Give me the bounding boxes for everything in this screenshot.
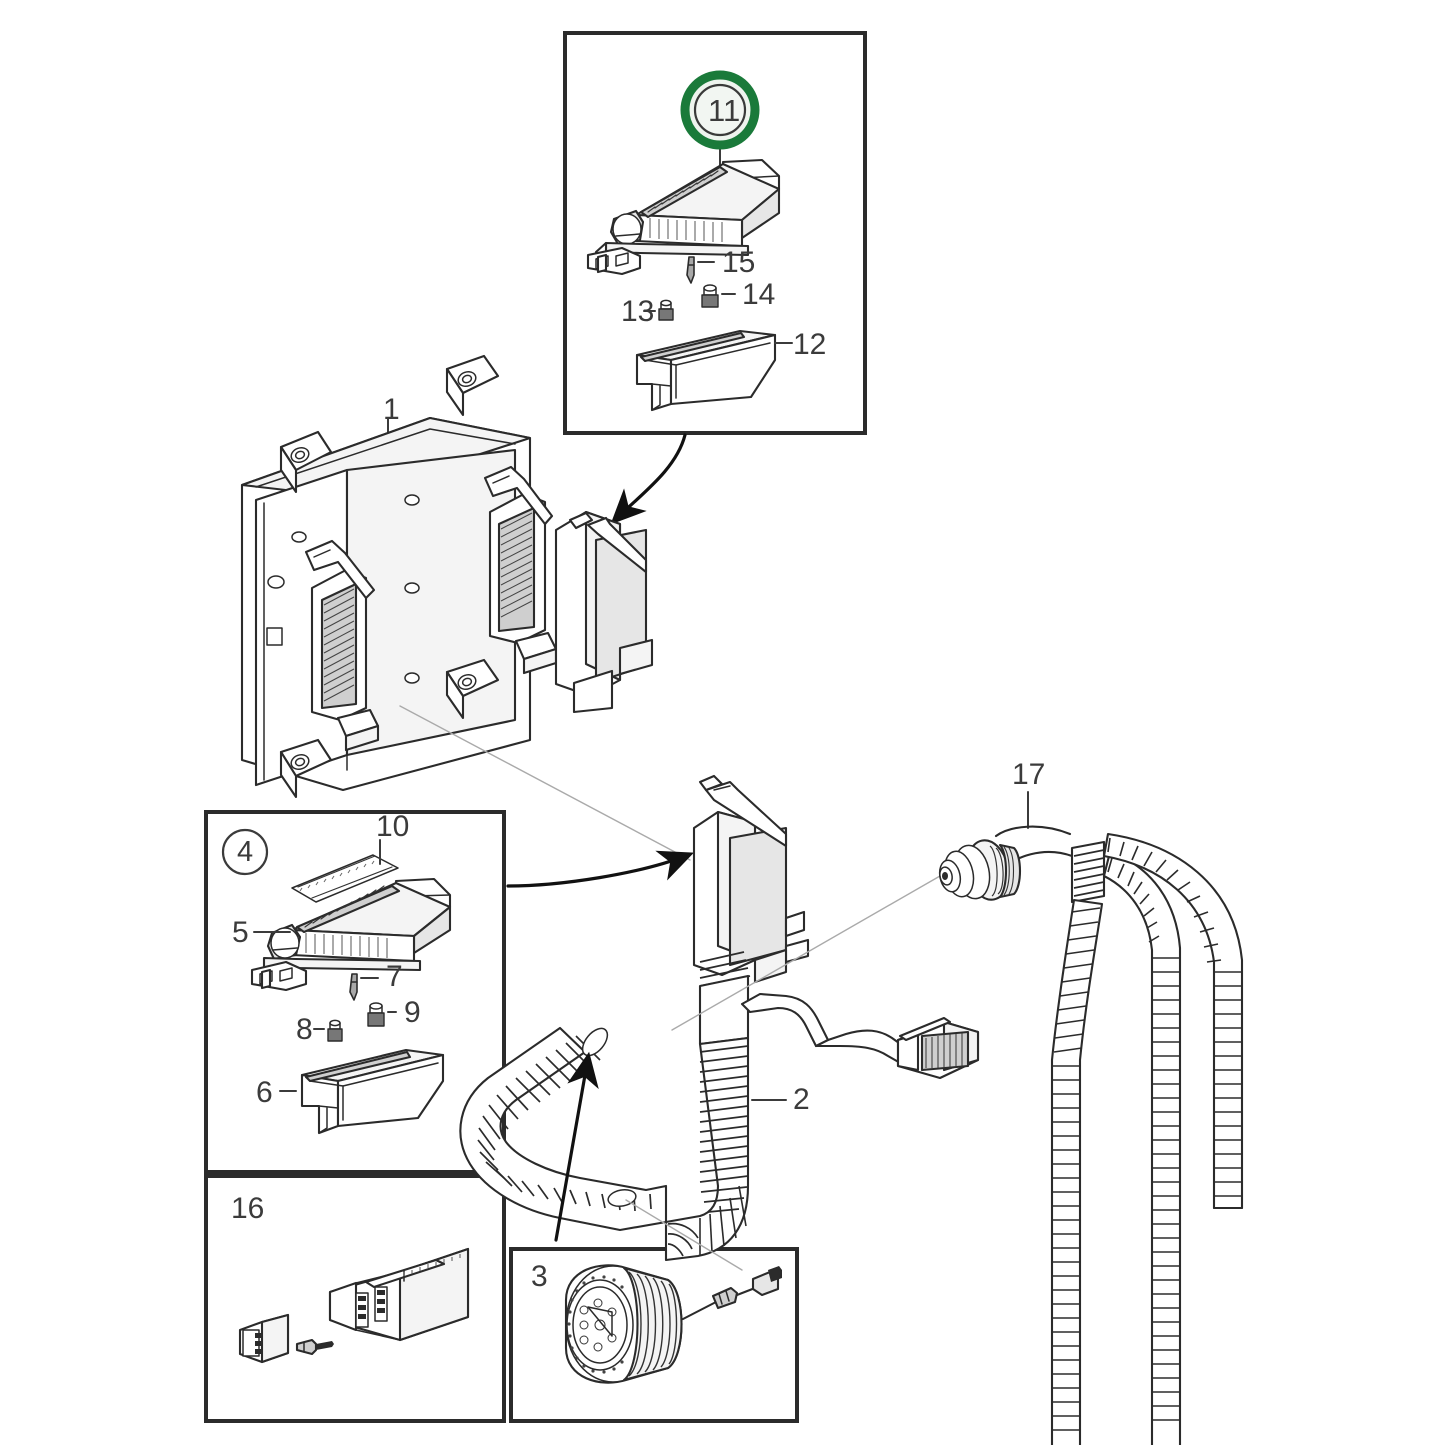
mount-ear-top-right <box>445 354 500 417</box>
loom-leg-3 <box>1102 832 1244 1210</box>
callout-17: 17 <box>1012 758 1046 791</box>
round-sensor-3 <box>564 1264 782 1384</box>
seal-plug-14 <box>701 284 736 308</box>
ecu-mating-connector <box>554 510 654 714</box>
ecu-module-1 <box>240 354 691 861</box>
harness-main-connector <box>692 774 810 987</box>
mount-ear-top-left <box>279 430 333 494</box>
ecu-connector-right <box>483 465 558 675</box>
panel-top-connector-11 <box>563 31 867 435</box>
mount-ear-bottom-left <box>279 738 333 799</box>
inline-connector-16 <box>238 1247 470 1364</box>
seal-plug-13 <box>643 299 674 321</box>
highlight-ring-11[interactable] <box>680 70 760 150</box>
gasket-10 <box>291 839 399 903</box>
loom-collar <box>1070 840 1106 904</box>
harness-corrugated-run <box>664 1036 750 1262</box>
panel-connector-4 <box>204 810 506 1174</box>
arrow-panel11-to-connector <box>610 433 687 525</box>
callout-7: 7 <box>386 960 403 993</box>
callout-15: 15 <box>722 246 756 279</box>
round-connector-17 <box>938 839 1022 901</box>
callout-2: 2 <box>793 1083 810 1116</box>
callout-8: 8 <box>296 1013 313 1046</box>
mount-ear-bottom-right <box>445 658 500 720</box>
terminal-pin-7 <box>349 973 379 1001</box>
arrow-panel4-to-harness <box>506 850 694 888</box>
callout-12: 12 <box>793 328 827 361</box>
panel-badge-3: 3 <box>531 1260 548 1293</box>
callout-1: 1 <box>383 393 400 426</box>
callout-14: 14 <box>742 278 776 311</box>
callout-13: 13 <box>621 295 655 328</box>
panel-connector-16 <box>204 1174 506 1423</box>
panel-sensor-3 <box>509 1247 799 1423</box>
terminal-pin-15 <box>686 256 715 284</box>
arrow-to-conduit <box>554 1051 599 1242</box>
callout-6: 6 <box>256 1076 273 1109</box>
connector-assembly-11 <box>586 144 781 276</box>
cable-loom-17 <box>938 791 1244 1445</box>
harness-branch-connector <box>740 992 980 1080</box>
wiring-harness-2 <box>459 774 980 1262</box>
callout-10: 10 <box>376 810 410 843</box>
seal-plug-9 <box>367 1002 397 1027</box>
panel-badge-4: 4 <box>237 836 254 868</box>
loom-leg-2 <box>1102 850 1182 1445</box>
callout-11: 11 <box>708 93 741 128</box>
connector-assembly-5 <box>250 839 452 992</box>
callout-5: 5 <box>232 916 249 949</box>
ecu-connector-left <box>304 539 380 752</box>
panel-badge-16: 16 <box>231 1192 265 1225</box>
loom-leg-1 <box>1050 898 1104 1445</box>
callout-9: 9 <box>404 996 421 1029</box>
seal-plug-8 <box>313 1019 343 1042</box>
connector-cover-12 <box>635 329 793 412</box>
connector-cover-6 <box>279 1048 445 1135</box>
